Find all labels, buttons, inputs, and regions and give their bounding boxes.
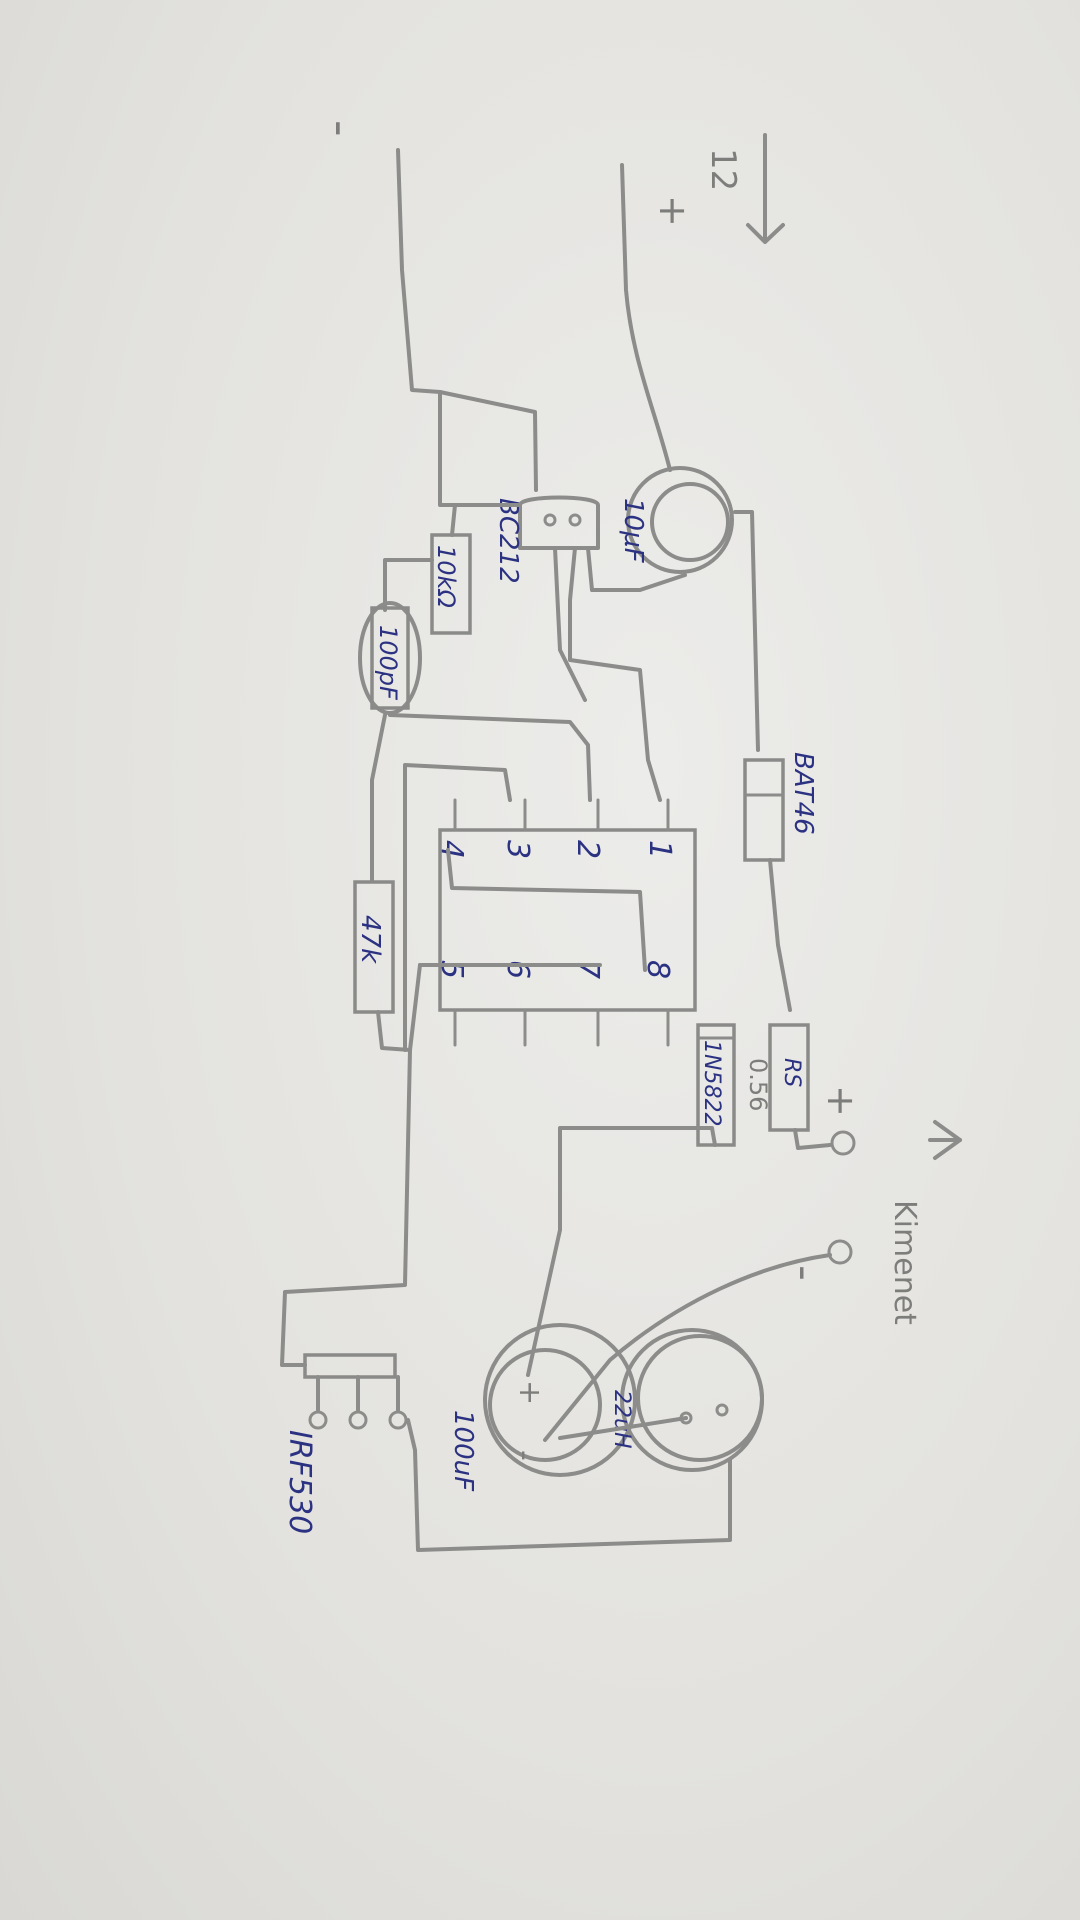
output-title: Kimenet (887, 1200, 922, 1325)
diode-bat46-label: BAT46 (788, 752, 818, 835)
wire-bat-to-rs (768, 858, 792, 1012)
ic-pin-3: 3 (500, 840, 535, 859)
transistor-bc212 (518, 495, 600, 550)
output-plus-terminal (830, 1130, 856, 1156)
wire-pin3-loop (403, 763, 512, 1052)
wire-plus-rail (620, 163, 672, 472)
diode-1n5822-label: 1N5822 (699, 1040, 724, 1126)
resistor-47k-label: 47k (355, 915, 385, 964)
ic-controller (438, 798, 697, 1047)
supply-minus-label: - (314, 120, 368, 137)
inductor-label: 22uH (609, 1390, 634, 1448)
transistor-label: BC212 (493, 498, 523, 584)
wire-mosfet-drain-to-inductor (406, 1418, 732, 1552)
resistor-rs-value: 0.56 (744, 1058, 772, 1111)
wire-transistor-pin2 (553, 546, 587, 702)
resistor-47k (353, 880, 395, 1014)
ic-pin-7: 7 (570, 960, 605, 979)
resistor-10k-label: 10kΩ (432, 545, 460, 608)
ic-pin-5: 5 (434, 960, 469, 979)
output-plus-label: + (819, 1085, 863, 1117)
cap-plus-label: + (512, 1380, 547, 1405)
wire-47k-bottom (376, 1010, 412, 1052)
capacitor-100uf-label: 100uF (448, 1410, 478, 1492)
ic-pin-2: 2 (570, 840, 605, 859)
capacitor-100pf (358, 601, 422, 715)
wire-minus-rail (396, 148, 538, 492)
wire-cap-bottom (586, 546, 687, 592)
wire-transistor-base (438, 390, 522, 507)
output-arrow-icon (928, 1120, 962, 1160)
ic-pin-8: 8 (640, 960, 675, 979)
wire-diode-to-cap (526, 1126, 717, 1377)
wire-10k-left (383, 558, 434, 612)
cap-minus-label: - (507, 1450, 542, 1461)
ic-pin-4: 4 (434, 840, 469, 859)
output-minus-label: - (779, 1265, 830, 1281)
wire-pin5-to-mosfet (280, 963, 422, 1367)
mosfet-irf530 (303, 1353, 408, 1430)
capacitor-10uf (626, 466, 734, 574)
wire-10k-top (450, 503, 522, 537)
supply-plus-label: + (651, 195, 695, 227)
mosfet-label: IRF530 (282, 1430, 317, 1534)
supply-voltage-label: 12 (703, 148, 743, 191)
wire-100pf-to-pin2 (388, 713, 592, 802)
output-minus-terminal (827, 1239, 853, 1265)
capacitor-10uf-label: 10µF (618, 498, 648, 564)
inductor-22uh (620, 1328, 764, 1472)
diode-bat46 (743, 758, 785, 862)
capacitor-100pf-label: 100pF (374, 625, 402, 701)
wire-pin4-pin8 (446, 848, 647, 972)
wire-cap-to-bat (733, 510, 760, 752)
wire-transistor-pin1 (568, 546, 662, 802)
resistor-rs-label: RS (779, 1058, 804, 1087)
resistor-rs (768, 1023, 810, 1132)
capacitor-100uf (483, 1323, 637, 1477)
input-arrow-icon (746, 133, 785, 244)
wire-out-minus-to-cap (543, 1253, 832, 1442)
wire-100pf-down (370, 713, 387, 882)
ic-pin-6: 6 (500, 960, 535, 979)
wire-rs-to-out-plus (793, 1128, 832, 1150)
ic-pin-1: 1 (642, 840, 677, 859)
wire-inductor-to-cap (558, 1416, 688, 1440)
